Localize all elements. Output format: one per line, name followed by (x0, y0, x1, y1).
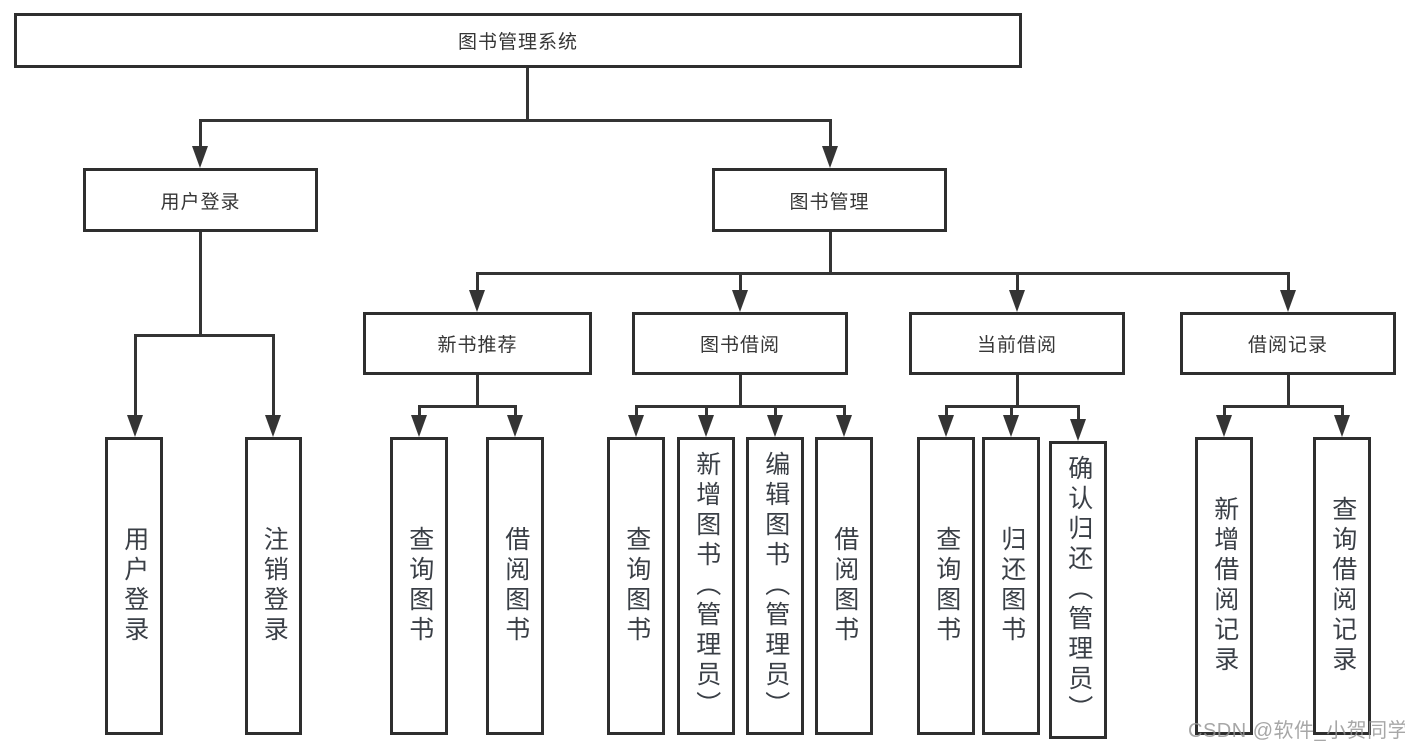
tree-node-label: 查询图书 (622, 526, 651, 646)
connector-stem (1286, 375, 1290, 408)
tree-node-label: 查询图书 (405, 526, 434, 646)
connector-bar (1222, 404, 1344, 408)
connector-drop (417, 406, 421, 419)
connector-drop (198, 120, 202, 150)
tree-node-label: 用户登录 (160, 191, 241, 213)
connector-drop (773, 406, 777, 419)
arrowhead-down-icon (938, 415, 954, 437)
connector-bar (133, 333, 275, 337)
tree-node-label: 新书推荐 (437, 335, 518, 356)
tree-node-v-add-borrow-record: 新增借阅记录 (1195, 437, 1253, 735)
tree-node-v-query-books-2: 查询图书 (607, 437, 665, 735)
tree-node-label: 借阅记录 (1247, 335, 1328, 356)
connector-drop (1340, 406, 1344, 419)
arrowhead-down-icon (1334, 415, 1350, 437)
tree-node-v-borrow-books-2: 借阅图书 (815, 437, 873, 735)
arrowhead-down-icon (767, 415, 783, 437)
arrowhead-down-icon (1216, 415, 1232, 437)
tree-node-label: 编辑图书（管理员） (761, 451, 790, 721)
connector-bar (417, 404, 517, 408)
tree-node-book-borrowing: 图书借阅 (632, 312, 848, 375)
tree-node-label: 用户登录 (120, 526, 149, 646)
connector-drop (842, 406, 846, 419)
connector-drop (1222, 406, 1226, 419)
tree-node-label: 借阅图书 (830, 526, 859, 646)
arrowhead-down-icon (1009, 290, 1025, 312)
tree-node-label: 归还图书 (997, 526, 1026, 646)
tree-node-v-borrow-books-1: 借阅图书 (486, 437, 544, 735)
connector-bar (475, 271, 1290, 275)
connector-drop (634, 406, 638, 419)
arrowhead-down-icon (127, 415, 143, 437)
tree-node-v-user-login: 用户登录 (105, 437, 163, 735)
tree-node-v-confirm-return-admin: 确认归还（管理员） (1049, 441, 1107, 739)
tree-node-label: 当前借阅 (976, 335, 1057, 356)
connector-drop (1015, 273, 1019, 294)
tree-node-v-query-books-1: 查询图书 (390, 437, 448, 735)
tree-node-v-logout: 注销登录 (245, 437, 302, 735)
arrowhead-down-icon (192, 146, 208, 168)
arrowhead-down-icon (628, 415, 644, 437)
connector-stem (828, 232, 832, 275)
connector-drop (271, 335, 275, 419)
tree-node-label: 查询借阅记录 (1328, 496, 1357, 676)
tree-node-v-edit-books-admin: 编辑图书（管理员） (746, 437, 804, 735)
tree-node-v-query-borrow-record: 查询借阅记录 (1313, 437, 1371, 735)
csdn-watermark: CSDN @软件_小贺同学 (1188, 720, 1405, 742)
arrowhead-down-icon (469, 290, 485, 312)
tree-node-label: 新增借阅记录 (1210, 496, 1239, 676)
connector-stem (475, 375, 479, 408)
connector-stem (525, 68, 529, 122)
arrowhead-down-icon (1280, 290, 1296, 312)
arrowhead-down-icon (822, 146, 838, 168)
arrowhead-down-icon (1003, 415, 1019, 437)
tree-node-label: 图书管理 (789, 191, 870, 213)
tree-node-v-query-books-3: 查询图书 (917, 437, 975, 735)
connector-stem (1015, 375, 1019, 408)
connector-drop (1076, 406, 1080, 423)
arrowhead-down-icon (1070, 419, 1086, 441)
tree-node-label: 借阅图书 (501, 526, 530, 646)
tree-node-v-add-books-admin: 新增图书（管理员） (677, 437, 735, 735)
connector-drop (738, 273, 742, 294)
arrowhead-down-icon (265, 415, 281, 437)
tree-node-current-borrowing: 当前借阅 (909, 312, 1125, 375)
arrowhead-down-icon (411, 415, 427, 437)
connector-bar (198, 118, 832, 122)
connector-drop (704, 406, 708, 419)
connector-stem (738, 375, 742, 408)
tree-node-label: 新增图书（管理员） (692, 451, 721, 721)
tree-node-label: 注销登录 (260, 526, 289, 646)
tree-node-label: 查询图书 (932, 526, 961, 646)
arrowhead-down-icon (732, 290, 748, 312)
tree-node-new-book-recommend: 新书推荐 (363, 312, 592, 375)
tree-node-label: 确认归还（管理员） (1064, 455, 1093, 725)
connector-drop (1009, 406, 1013, 419)
connector-drop (828, 120, 832, 150)
arrowhead-down-icon (507, 415, 523, 437)
tree-node-label: 图书借阅 (699, 335, 780, 356)
connector-drop (133, 335, 137, 419)
connector-drop (475, 273, 479, 294)
tree-node-user-login: 用户登录 (83, 168, 318, 232)
connector-drop (944, 406, 948, 419)
connector-drop (1286, 273, 1290, 294)
connector-drop (513, 406, 517, 419)
tree-node-label: 图书管理系统 (457, 32, 578, 53)
tree-node-book-management: 图书管理 (712, 168, 947, 232)
connector-stem (198, 232, 202, 337)
arrowhead-down-icon (698, 415, 714, 437)
tree-node-root: 图书管理系统 (14, 13, 1022, 68)
arrowhead-down-icon (836, 415, 852, 437)
tree-node-v-return-books: 归还图书 (982, 437, 1040, 735)
connector-bar (634, 404, 846, 408)
tree-node-borrowing-records: 借阅记录 (1180, 312, 1396, 375)
